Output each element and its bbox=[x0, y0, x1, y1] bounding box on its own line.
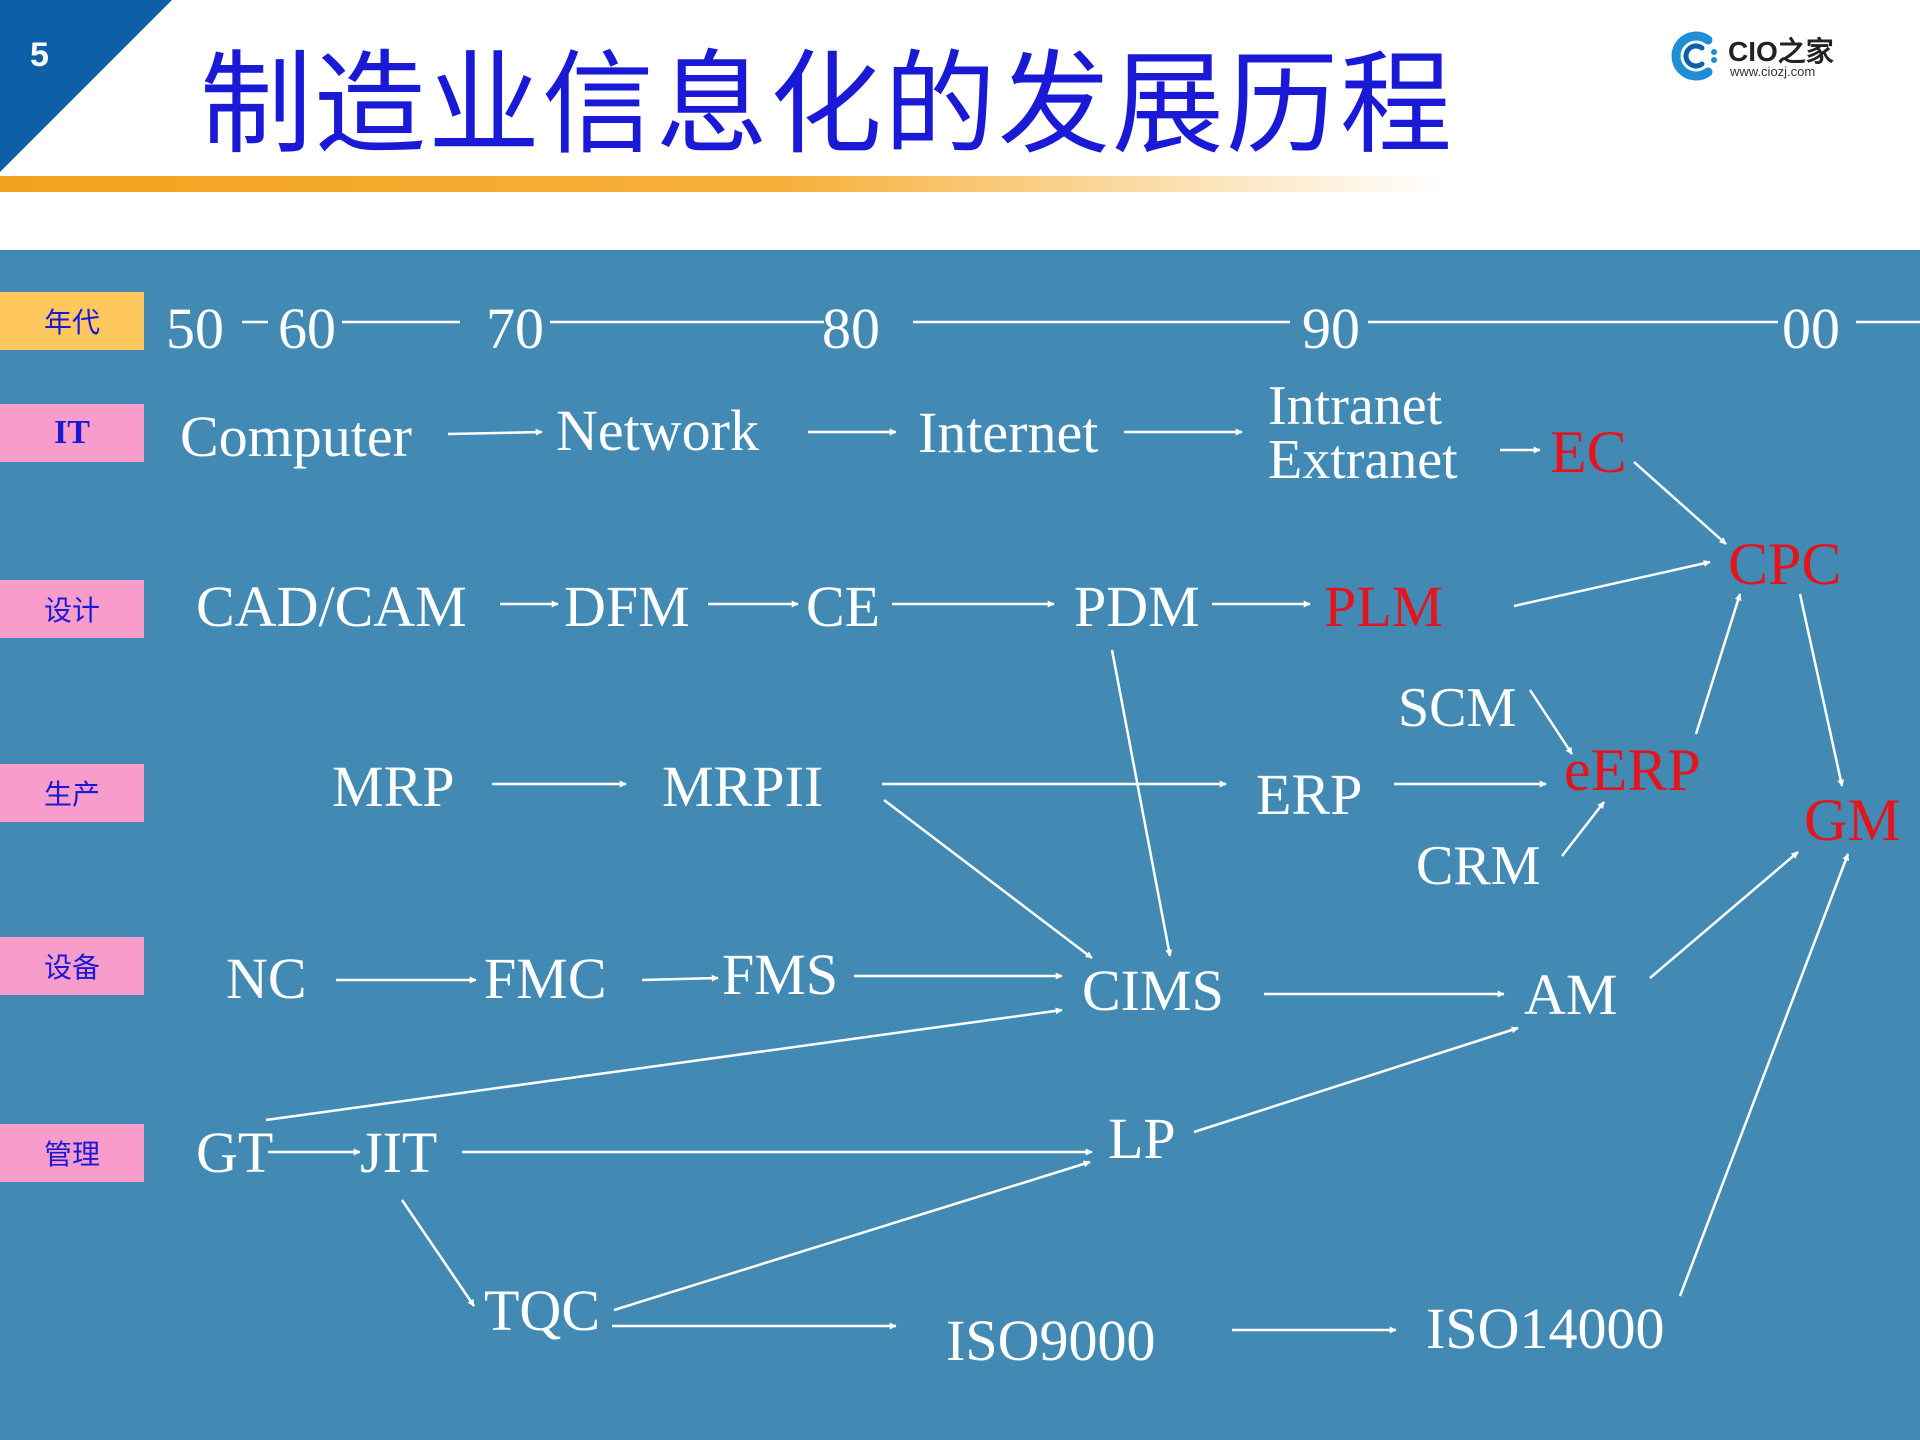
node-jit: JIT bbox=[360, 1120, 438, 1185]
edge-iso14000-to-gm bbox=[1678, 853, 1850, 1297]
edge-plm-to-cpc bbox=[1513, 559, 1711, 608]
row-label-equipment: 设备 bbox=[0, 937, 144, 995]
node-y50: 50 bbox=[166, 296, 224, 361]
node-lp: LP bbox=[1108, 1106, 1176, 1171]
edge-tqc-to-lp bbox=[613, 1160, 1091, 1312]
logo-url: www.ciozj.com bbox=[1730, 64, 1816, 79]
slide-corner-badge bbox=[0, 0, 172, 172]
node-extranet: Extranet bbox=[1268, 429, 1458, 491]
node-nc: NC bbox=[226, 946, 307, 1011]
edge-scm-to-eerp bbox=[1528, 689, 1574, 755]
page-title: 制造业信息化的发展历程 bbox=[200, 40, 1454, 170]
node-ec: EC bbox=[1550, 419, 1627, 485]
edge-fmc-to-fms bbox=[641, 974, 719, 982]
node-iso9000: ISO9000 bbox=[946, 1308, 1156, 1373]
node-erp: ERP bbox=[1256, 762, 1363, 827]
node-am: AM bbox=[1524, 962, 1618, 1027]
edge-eerp-to-cpc bbox=[1694, 593, 1742, 735]
flow-edges bbox=[265, 428, 1850, 1334]
logo-mark-icon bbox=[1671, 31, 1717, 81]
row-label-design: 设计 bbox=[0, 580, 144, 638]
node-y80: 80 bbox=[822, 296, 880, 361]
edge-am-to-gm bbox=[1649, 851, 1799, 979]
node-intranet: Intranet bbox=[1268, 375, 1443, 437]
node-scm: SCM bbox=[1398, 677, 1517, 739]
title-underline bbox=[0, 176, 1440, 192]
brand-logo: CIO之家 www.ciozj.com bbox=[1668, 28, 1858, 84]
row-label-era: 年代 bbox=[0, 292, 144, 350]
edge-pdm-to-cims bbox=[1110, 649, 1173, 957]
edge-lp-to-am bbox=[1193, 1026, 1519, 1134]
row-label-production: 生产 bbox=[0, 764, 144, 822]
node-iso14000: ISO14000 bbox=[1426, 1296, 1665, 1361]
node-computer: Computer bbox=[180, 404, 412, 469]
node-y90: 90 bbox=[1302, 296, 1360, 361]
node-ce: CE bbox=[806, 574, 881, 639]
edge-jit-to-tqc bbox=[400, 1199, 476, 1307]
node-network: Network bbox=[556, 398, 759, 463]
node-internet: Internet bbox=[918, 400, 1099, 465]
node-crm: CRM bbox=[1416, 835, 1541, 897]
node-cpc: CPC bbox=[1728, 531, 1842, 597]
edge-computer-to-network bbox=[447, 428, 543, 436]
node-plm: PLM bbox=[1324, 574, 1444, 639]
row-label-management: 管理 bbox=[0, 1124, 144, 1182]
edge-gt-to-cims bbox=[265, 1007, 1063, 1122]
node-fms: FMS bbox=[722, 942, 839, 1007]
node-eerp: eERP bbox=[1564, 737, 1701, 803]
edge-cpc-to-gm bbox=[1798, 593, 1845, 787]
node-cadcam: CAD/CAM bbox=[196, 574, 467, 639]
node-cims: CIMS bbox=[1082, 958, 1224, 1023]
node-mrp: MRP bbox=[332, 754, 455, 819]
edge-crm-to-eerp bbox=[1561, 801, 1605, 857]
node-y60: 60 bbox=[278, 296, 336, 361]
logo-name: CIO之家 bbox=[1728, 36, 1834, 67]
edge-mrpii-to-cims bbox=[883, 799, 1093, 959]
node-tqc: TQC bbox=[484, 1278, 600, 1343]
node-gt: GT bbox=[196, 1120, 274, 1185]
diagram-panel bbox=[0, 250, 1920, 1440]
node-y70: 70 bbox=[486, 296, 544, 361]
node-y00: 00 bbox=[1782, 296, 1840, 361]
node-gm: GM bbox=[1804, 787, 1901, 853]
node-dfm: DFM bbox=[564, 574, 690, 639]
row-label-it: IT bbox=[0, 404, 144, 462]
node-pdm: PDM bbox=[1074, 574, 1200, 639]
slide-number: 5 bbox=[30, 36, 49, 74]
node-mrpii: MRPII bbox=[662, 754, 824, 819]
node-fmc: FMC bbox=[484, 946, 607, 1011]
edge-ec-to-cpc bbox=[1633, 461, 1727, 545]
